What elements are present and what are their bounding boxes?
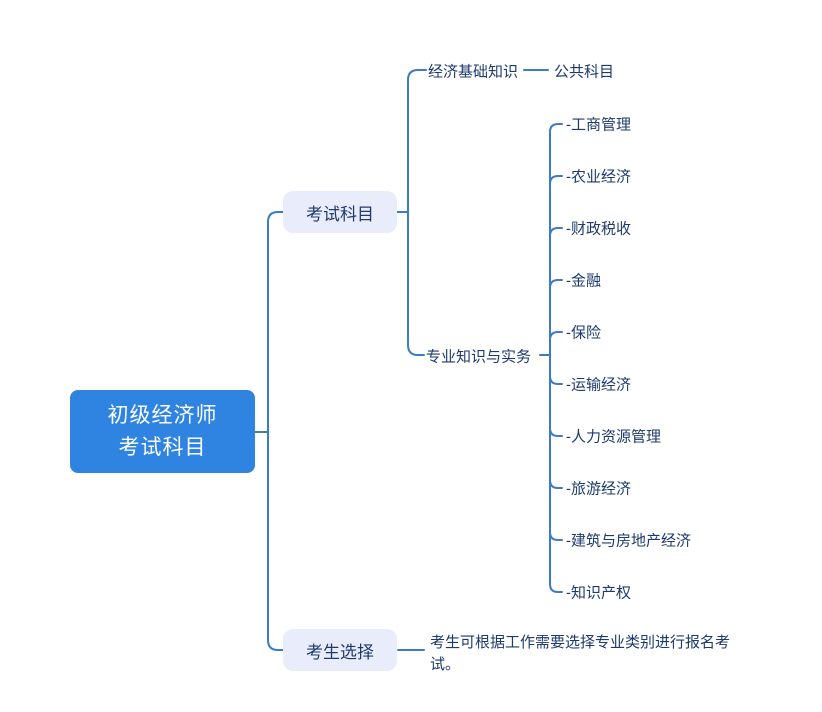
connector-child-2 <box>549 175 563 185</box>
connector-child-4 <box>549 279 563 289</box>
connector-child-7 <box>549 427 563 437</box>
connector-to-exam-subjects <box>267 211 284 223</box>
node-professional-knowledge[interactable]: 专业知识与实务 <box>426 348 532 366</box>
connector-child-10 <box>549 583 563 593</box>
connector-to-professional <box>407 344 425 356</box>
node-specialty-business-admin[interactable]: -工商管理 <box>566 116 631 134</box>
connector-to-econ-basic <box>407 69 427 81</box>
node-specialty-intellectual-property[interactable]: -知识产权 <box>566 584 631 602</box>
node-specialty-insurance[interactable]: -保险 <box>566 324 601 342</box>
node-public-subject-tag[interactable]: 公共科目 <box>554 63 615 81</box>
connector-child-9 <box>549 531 563 541</box>
node-specialty-construction-realestate[interactable]: -建筑与房地产经济 <box>566 532 691 550</box>
root-node[interactable]: 初级经济师 考试科目 <box>70 390 255 473</box>
root-node-label-line2: 考试科目 <box>118 435 207 459</box>
connector-child-8 <box>549 479 563 489</box>
connector-to-candidate-choice <box>267 639 284 651</box>
root-node-label-line1: 初级经济师 <box>107 403 218 427</box>
node-economic-basics[interactable]: 经济基础知识 <box>428 63 519 81</box>
node-specialty-transport[interactable]: -运输经济 <box>566 376 631 394</box>
node-candidate-choice-note[interactable]: 考生可根据工作需要选择专业类别进行报名考试。 <box>430 634 731 673</box>
connector-child-3 <box>549 227 563 237</box>
node-specialty-agriculture[interactable]: -农业经济 <box>566 168 631 186</box>
node-specialty-tourism[interactable]: -旅游经济 <box>566 480 631 498</box>
branch-candidate-choice-label: 考生选择 <box>306 642 374 662</box>
connector-child-5 <box>549 331 563 341</box>
connector-child-6 <box>549 375 563 385</box>
branch-exam-subjects-label: 考试科目 <box>306 204 374 224</box>
node-specialty-finance[interactable]: -金融 <box>566 272 601 290</box>
node-specialty-fiscal-tax[interactable]: -财政税收 <box>566 220 631 238</box>
connector-child-1 <box>549 123 563 133</box>
node-specialty-hr[interactable]: -人力资源管理 <box>566 428 661 446</box>
branch-node-exam-subjects[interactable]: 考试科目 <box>283 191 397 233</box>
branch-node-candidate-choice[interactable]: 考生选择 <box>283 629 397 671</box>
